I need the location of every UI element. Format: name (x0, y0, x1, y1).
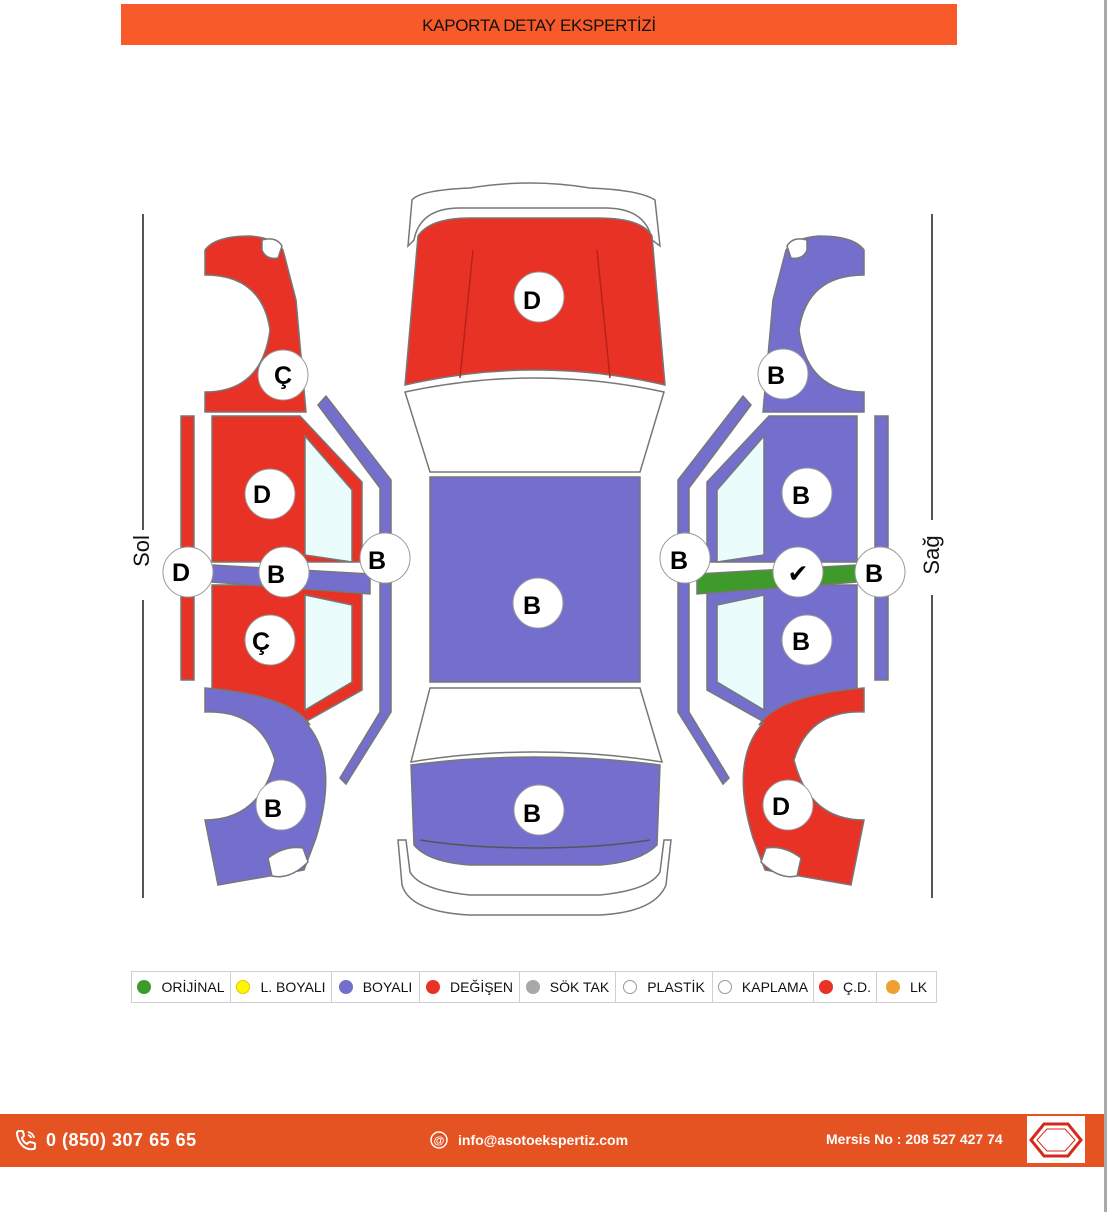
right-taillight (760, 846, 802, 878)
hood-crease-left (459, 249, 474, 379)
legend-label: PLASTİK (647, 979, 705, 995)
front-bumper[interactable] (407, 182, 661, 248)
marker-right-roof-rail[interactable]: B (659, 532, 711, 584)
red-dot-icon (425, 980, 440, 994)
legend-label: DEĞİŞEN (449, 979, 513, 995)
legend-label: KAPLAMA (741, 979, 809, 995)
left-rear-window (304, 594, 353, 712)
footer-phone[interactable]: 0 (850) 307 65 65 (14, 1128, 197, 1152)
marker-right-roof-rail-text: B (670, 547, 688, 575)
marker-left-roof-rail[interactable]: B (359, 532, 411, 584)
legend-orijinal: ORİJİNAL (132, 972, 231, 1002)
red-dot-icon (819, 980, 833, 994)
legend-lk: LK (877, 972, 936, 1002)
car-body-diagram: Ç D D B B Ç B D B B B B B ✔ B B D (142, 182, 933, 916)
marker-right-rear-door[interactable]: B (781, 614, 833, 666)
tse-logo-icon (1029, 1122, 1083, 1157)
marker-left-rear-door[interactable]: Ç (244, 614, 296, 666)
marker-left-roof-rail-text: B (368, 547, 386, 575)
legend-label: L. BOYALI (260, 979, 326, 995)
marker-right-front-fender[interactable]: B (757, 348, 809, 400)
marker-right-rear-door-text: B (792, 628, 810, 656)
marker-left-rear-door-text: Ç (252, 628, 270, 656)
marker-roof-text: B (523, 592, 541, 620)
marker-trunk-text: B (523, 800, 541, 828)
marker-left-front-fender[interactable]: Ç (257, 349, 309, 401)
marker-right-rear-fender-text: D (772, 793, 790, 821)
marker-right-rear-fender[interactable]: D (762, 779, 814, 831)
svg-text:@: @ (434, 1135, 445, 1147)
phone-icon (15, 1130, 36, 1151)
right-front-window (716, 433, 765, 563)
marker-right-front-door-text: B (792, 482, 810, 510)
legend-kaplama: KAPLAMA (713, 972, 814, 1002)
left-taillight (267, 846, 309, 878)
mersis-number: Mersis No : 208 527 427 74 (826, 1131, 1003, 1147)
marker-trunk[interactable]: B (513, 784, 565, 836)
marker-left-rear-fender-text: B (264, 795, 282, 823)
legend-plastik: PLASTİK (616, 972, 713, 1002)
color-legend: ORİJİNAL L. BOYALI BOYALI DEĞİŞEN SÖK TA… (131, 971, 937, 1003)
legend-degisen: DEĞİŞEN (420, 972, 520, 1002)
marker-left-pillar-text: B (267, 561, 285, 589)
at-icon: @ (430, 1131, 448, 1149)
left-headlight (261, 238, 283, 260)
marker-hood[interactable]: D (513, 271, 565, 323)
right-side-label: Sağ (919, 535, 944, 575)
tse-hyb-logo (1027, 1116, 1085, 1163)
check-icon: ✔ (788, 560, 809, 588)
legend-label: LK (909, 979, 928, 995)
marker-right-front-fender-text: B (767, 362, 785, 390)
marker-right-front-door[interactable]: B (781, 467, 833, 519)
rear-window (409, 687, 664, 763)
legend-label: ORİJİNAL (161, 979, 225, 995)
green-dot-icon (137, 980, 152, 994)
marker-left-rocker[interactable]: D (162, 546, 214, 598)
legend-boyali: BOYALI (332, 972, 420, 1002)
right-rear-window (716, 594, 765, 712)
legend-label: Ç.D. (843, 979, 871, 995)
hood-crease-right (596, 249, 611, 379)
legend-cd: Ç.D. (814, 972, 877, 1002)
left-side-label: Sol (129, 535, 154, 567)
windshield (404, 377, 665, 473)
marker-left-front-door-text: D (253, 481, 271, 509)
marker-right-rocker[interactable]: B (854, 546, 906, 598)
gray-dot-icon (525, 980, 540, 994)
legend-l-boyali: L. BOYALI (231, 972, 332, 1002)
marker-hood-text: D (523, 287, 541, 315)
phone-number: 0 (850) 307 65 65 (46, 1129, 197, 1150)
marker-left-front-fender-text: Ç (274, 362, 292, 390)
marker-right-rocker-text: B (865, 560, 883, 588)
footer-email[interactable]: @ info@asotoekspertiz.com (430, 1131, 628, 1149)
yellow-dot-icon (236, 980, 251, 994)
trunk-crease (419, 839, 651, 849)
marker-left-pillar[interactable]: B (258, 546, 310, 598)
page-title: KAPORTA DETAY EKSPERTİZİ (121, 4, 957, 45)
page-edge (1104, 0, 1107, 1212)
marker-left-rocker-text: D (172, 559, 190, 587)
rear-bumper[interactable] (397, 839, 672, 916)
footer-bar: 0 (850) 307 65 65 @ info@asotoekspertiz.… (0, 1114, 1104, 1167)
marker-left-front-door[interactable]: D (244, 468, 296, 520)
marker-left-rear-fender[interactable]: B (255, 779, 307, 831)
purple-dot-icon (338, 980, 353, 994)
marker-right-pillar[interactable]: ✔ (772, 546, 824, 598)
marker-roof[interactable]: B (512, 577, 564, 629)
legend-label: BOYALI (362, 979, 413, 995)
white-dot-icon (717, 980, 732, 994)
white-dot-icon (623, 980, 638, 994)
legend-label: SÖK TAK (549, 979, 610, 995)
email-address: info@asotoekspertiz.com (458, 1132, 629, 1148)
legend-sok-tak: SÖK TAK (520, 972, 616, 1002)
right-headlight (786, 238, 808, 260)
orange-dot-icon (885, 980, 900, 994)
left-front-window (304, 433, 353, 563)
